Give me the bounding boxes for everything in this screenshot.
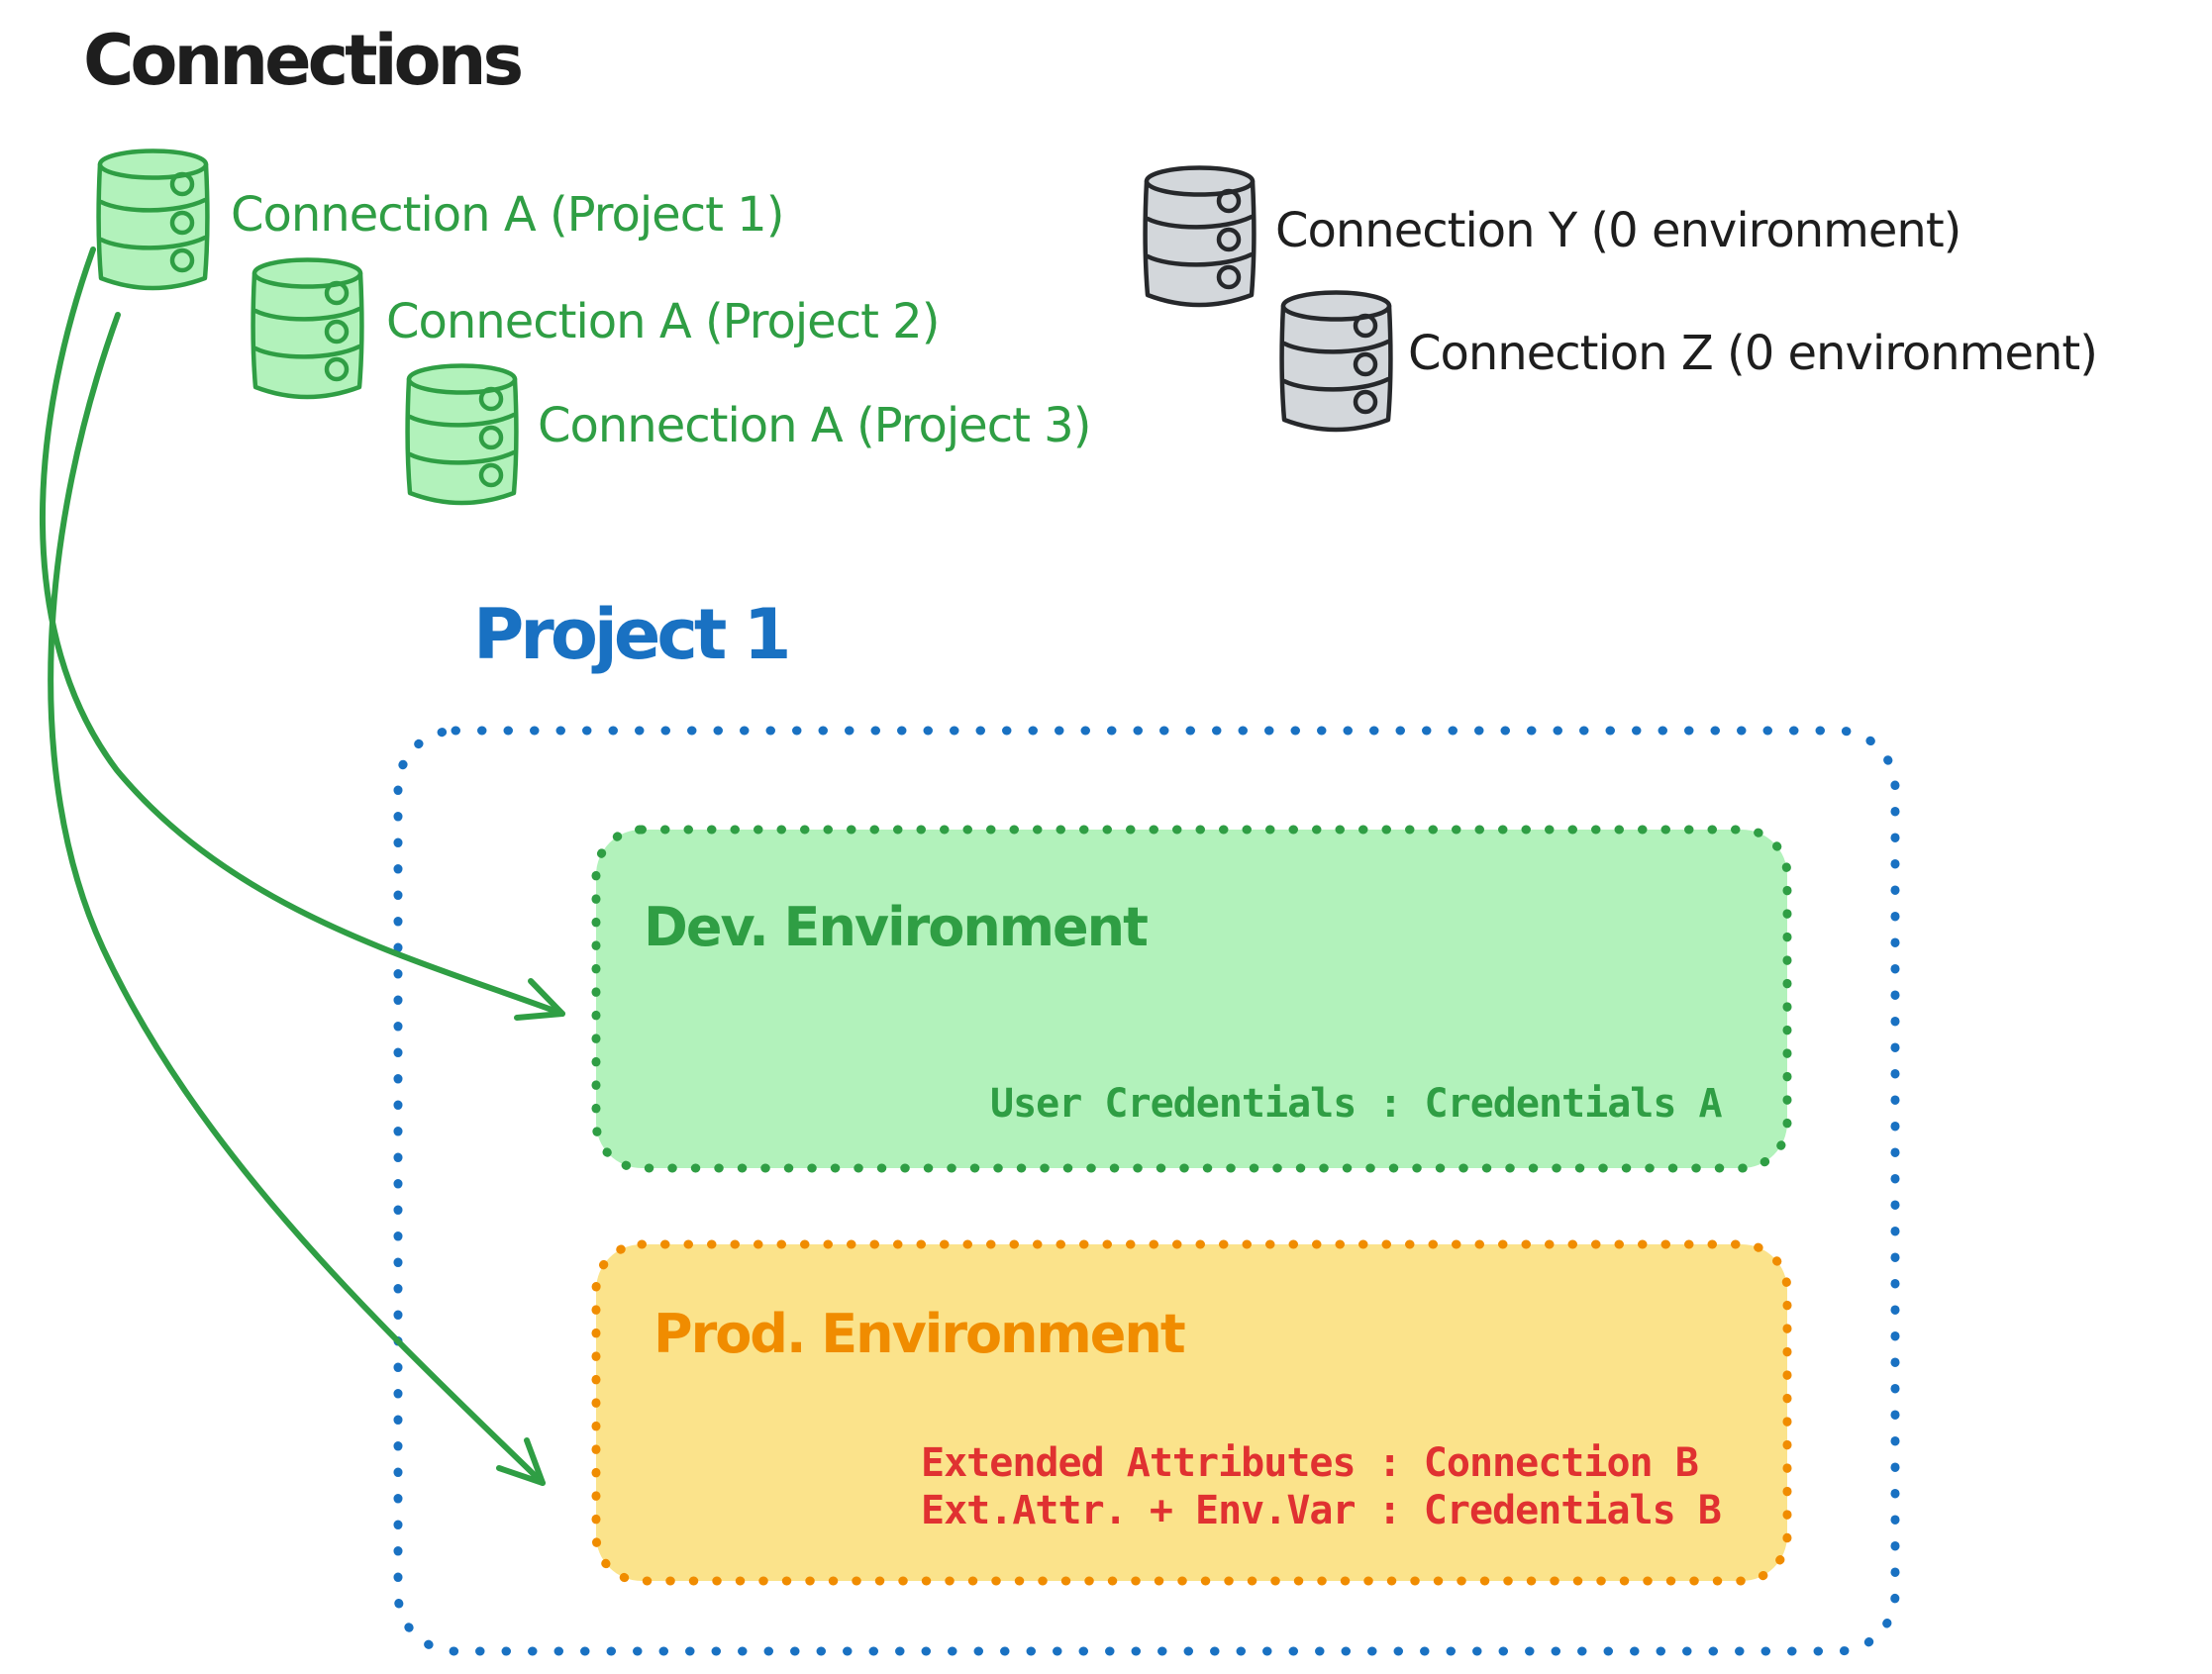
arrowhead-dev-icon [514, 978, 565, 1021]
prod-environment-mapping-line2: Ext.Attr. + Env.Var : Credentials B [921, 1488, 1722, 1533]
arrow-connection-a-to-prod [48, 312, 546, 1486]
database-icon-connection-a-project-2 [253, 260, 362, 398]
prod-environment-box [591, 1239, 1792, 1586]
database-icon-connection-a-project-1 [99, 151, 208, 289]
dev-environment-box [591, 825, 1792, 1173]
database-icon-connection-z [1282, 293, 1391, 431]
label-connection-a-project-2: Connection A (Project 2) [386, 294, 940, 349]
dev-environment-mapping: User Credentials : Credentials A [990, 1081, 1723, 1127]
database-icon-connection-a-project-3 [408, 366, 517, 504]
prod-environment-mapping-line1: Extended Attributes : Connection B [921, 1440, 1699, 1486]
project-title: Project 1 [473, 594, 791, 675]
label-connection-a-project-1: Connection A (Project 1) [231, 187, 784, 243]
label-connection-z: Connection Z (0 environment) [1408, 326, 2098, 381]
arrow-connection-a-to-dev [40, 246, 565, 1017]
dev-environment-title: Dev. Environment [644, 896, 1149, 958]
arrowhead-prod-icon [496, 1437, 546, 1486]
database-icon-connection-y [1146, 168, 1255, 306]
page-title: Connections [83, 20, 524, 101]
label-connection-a-project-3: Connection A (Project 3) [538, 398, 1091, 453]
prod-environment-title: Prod. Environment [654, 1303, 1186, 1365]
label-connection-y: Connection Y (0 environment) [1275, 203, 1961, 258]
